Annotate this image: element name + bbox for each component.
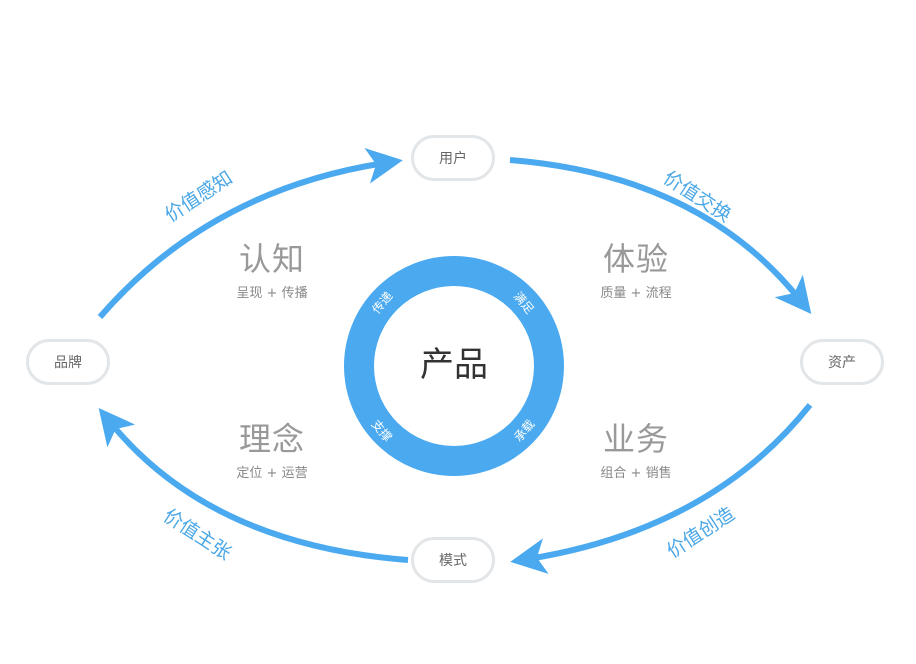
quadrant-business: 业务 组合 + 销售 xyxy=(576,420,696,481)
arrow-brand-to-user xyxy=(97,147,403,319)
quadrant-experience: 体验 质量 + 流程 xyxy=(576,240,696,301)
node-brand[interactable]: 品牌 xyxy=(26,339,110,385)
product-ring xyxy=(344,256,564,476)
quadrant-subtitle: 定位 + 运营 xyxy=(236,466,308,481)
product-label: 产品 xyxy=(420,345,488,385)
quadrant-title: 业务 xyxy=(602,420,669,458)
quadrant-subtitle: 质量 + 流程 xyxy=(600,286,672,301)
quadrant-philosophy: 理念 定位 + 运营 xyxy=(212,420,332,481)
arrow-asset-to-model xyxy=(510,403,813,574)
quadrant-title: 体验 xyxy=(602,240,669,278)
node-asset[interactable]: 资产 xyxy=(800,339,884,385)
quadrant-title: 理念 xyxy=(238,420,305,458)
node-model[interactable]: 模式 xyxy=(411,537,495,583)
quadrant-subtitle: 组合 + 销售 xyxy=(600,466,672,481)
arrow-user-to-asset xyxy=(509,157,812,315)
arrow-model-to-brand xyxy=(98,408,409,563)
quadrant-cognition: 认知 呈现 + 传播 xyxy=(212,240,332,301)
quadrant-title: 认知 xyxy=(238,240,305,278)
quadrant-subtitle: 呈现 + 传播 xyxy=(236,286,308,301)
node-user[interactable]: 用户 xyxy=(411,135,495,181)
